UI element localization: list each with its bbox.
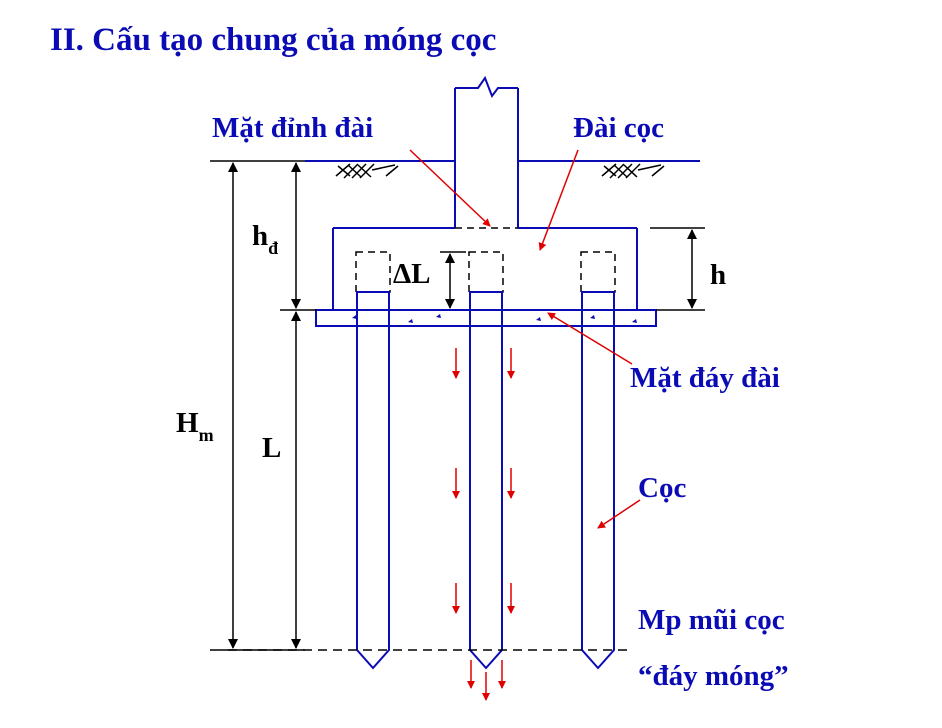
lean-concrete-layer: [315, 309, 657, 327]
leader-arrows: [409, 149, 641, 529]
soil-hatch-right: [601, 163, 665, 179]
load-arrows: [452, 348, 515, 701]
label-pile-tip-plane: Mp mũi cọc: [638, 604, 785, 636]
soil-hatch-left: [335, 163, 399, 179]
dim-label-h: h: [710, 259, 727, 291]
dim-label-hd: hđ: [252, 220, 278, 258]
pile-left: [356, 291, 390, 670]
dim-label-hd-main: h: [252, 220, 269, 252]
pile-right: [581, 291, 615, 670]
label-pile-cap-top: Mặt đỉnh đài: [212, 112, 374, 144]
dim-label-Hm: Hm: [176, 407, 214, 445]
dim-label-hd-sub: đ: [268, 238, 279, 258]
piles: [356, 291, 615, 670]
dim-label-L: L: [262, 432, 282, 464]
slide-title: II. Cấu tạo chung của móng cọc: [50, 22, 497, 58]
label-pile-cap-bottom: Mặt đáy đài: [630, 362, 780, 394]
pile-middle: [469, 291, 503, 670]
dim-label-Hm-sub: m: [198, 425, 214, 445]
dim-label-delta-L: ΔL: [393, 258, 431, 290]
dimension-lines: [210, 160, 705, 651]
lean-concrete-dots: [352, 314, 637, 323]
label-foundation-bottom: “đáy móng”: [638, 660, 789, 692]
pile-cap: [332, 227, 638, 311]
dim-label-Hm-main: H: [176, 407, 199, 439]
column: [454, 75, 519, 228]
label-pile: Cọc: [638, 472, 687, 504]
label-pile-cap: Đài cọc: [573, 112, 664, 144]
